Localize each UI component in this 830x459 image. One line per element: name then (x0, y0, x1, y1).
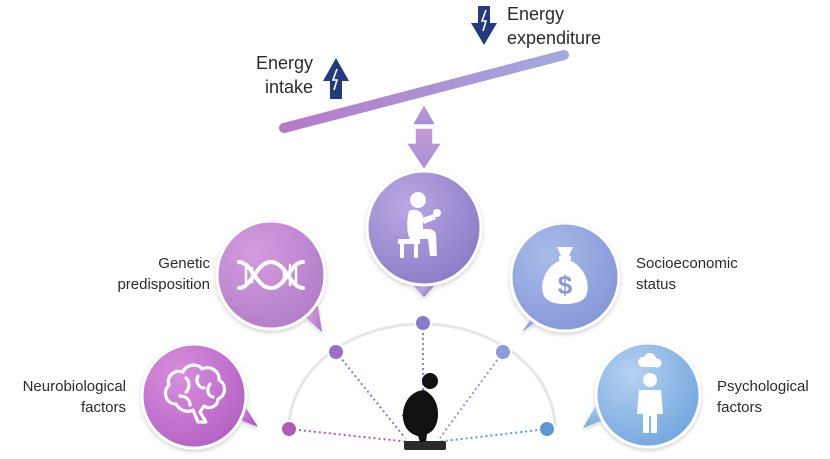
brain-icon (163, 363, 227, 424)
socioeconomic-line1: Socioeconomic (636, 255, 738, 272)
genetic-label: Genetic predisposition (90, 253, 210, 295)
genetic-line1: Genetic (158, 255, 210, 272)
socioeconomic-line2: status (636, 276, 677, 293)
psychological-line2: factors (717, 399, 763, 416)
center-bubble (365, 169, 483, 297)
psychological-line1: Psychological (717, 378, 809, 395)
energy-balance-beam (279, 50, 569, 133)
dial-node-genetic (327, 343, 345, 361)
energy-intake-label: Energy intake (241, 51, 313, 99)
person-on-scale-icon (402, 373, 446, 450)
energy-expenditure-line1: Energy (507, 4, 565, 24)
neurobiological-label: Neurobiological factors (0, 376, 126, 418)
genetic-line2: predisposition (117, 276, 210, 293)
dial-node-socioeconomic (494, 343, 512, 361)
energy-intake-up-arrow-icon (323, 58, 349, 99)
neurobiological-line1: Neurobiological (22, 378, 126, 395)
psychological-label: Psychological factors (717, 376, 809, 418)
money-bag-icon: $ (542, 247, 588, 304)
dial-node-psychological (538, 420, 556, 438)
energy-expenditure-line2: expenditure (507, 28, 602, 48)
neurobiological-bubble (140, 342, 258, 450)
up-down-arrow-icon (404, 102, 444, 172)
dna-icon (237, 259, 305, 291)
genetic-bubble (215, 219, 327, 332)
socioeconomic-label: Socioeconomic status (636, 253, 738, 295)
stressed-person-icon (637, 353, 663, 433)
energy-expenditure-label: Energy expenditure (507, 2, 601, 50)
energy-expenditure-down-arrow-icon (471, 6, 497, 45)
neurobiological-line2: factors (80, 399, 126, 416)
dial-node-center (414, 314, 432, 332)
person-eating-icon (398, 192, 441, 258)
energy-intake-line1: Energy (255, 53, 313, 73)
dial-node-neurobiological (280, 420, 298, 438)
energy-intake-line2: intake (264, 77, 313, 97)
svg-text:$: $ (558, 270, 573, 300)
